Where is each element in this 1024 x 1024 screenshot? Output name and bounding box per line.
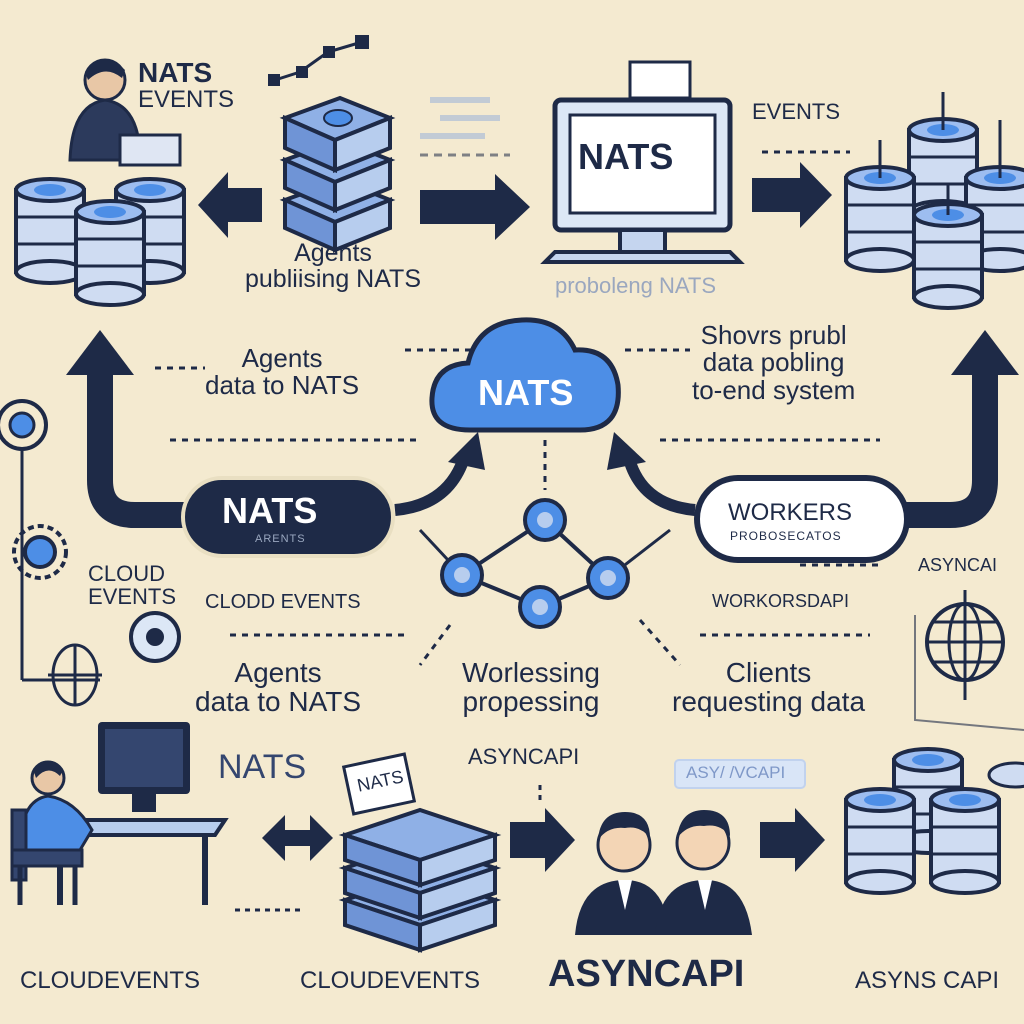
nats-pill-label: NATS [222,490,318,531]
arrow-right-top-icon [420,174,530,240]
arrowhead [607,432,646,470]
asyvc-tag-bg [674,759,806,789]
label-asyns-capi: ASYNS CAPI [855,967,1000,994]
arrow-right-events-icon [752,162,832,228]
globe-icon [914,590,1024,731]
person-at-desk-icon [10,722,229,905]
faded-arrows-decoration [420,97,510,157]
big-arrow-right-up [905,370,998,528]
label-cloudevents-bottom-middle: CLOUDEVENTS [300,967,481,994]
arrowhead [448,432,485,470]
nats-pill [181,476,395,558]
label-clients-requesting: Clients requesting data [672,657,866,718]
label-cloudevents-bottom-left: CLOUDEVENTS [20,967,201,994]
person-at-laptop-icon [68,58,182,167]
dashed-rule [638,619,682,666]
label-problems-nats: proboleng NATS [555,273,717,298]
nats-card-icon [341,752,417,816]
target-node-icon [0,399,100,682]
database-stack-top-left [14,177,186,307]
big-arrow-left-up-head [66,330,134,375]
label-asyncapi-bottom: ASYNCAPI [548,953,745,995]
label-asyncai-right: ASYNCAI [918,555,998,575]
label-monitor-nats: NATS [578,136,674,177]
database-cluster-bottom-right [844,747,1024,895]
cloud-icon [429,317,621,433]
curved-arrow-to-cloud-left [394,453,471,516]
label-nats-bottom-left: NATS [218,748,307,786]
label-workorsdapi: WORKORSDAPI [712,591,850,611]
big-arrow-right-up-head [951,330,1019,375]
workers-pill-label: WORKERS [728,499,853,526]
double-arrow-bottom-icon [262,815,333,861]
database-cluster-top-right [844,92,1024,310]
label-asyvc-tag: ASY/ /VCAPI [686,763,786,782]
label-events-top-right: EVENTS [752,99,841,124]
workers-pill-sublabel: PROBOSECATOS [730,529,842,543]
label-cloud-events-left: CLOUD EVENTS [88,561,177,610]
label-shows-public: Shovrs prubl data pobling to-end system [692,320,856,405]
label-asyncapi-mid: ASYNCAPI [468,744,580,769]
connection-nodes-icon [268,35,369,86]
workers-pill [694,475,910,563]
arrow-right-bottom-middle-icon [510,808,575,872]
small-gauge-icon [129,611,181,663]
label-agents-data-top: Agents data to NATS [205,343,360,401]
network-graph-icon [418,498,671,629]
dashed-rule [418,624,452,666]
label-agents-publishing: Agents publiising NATS [245,239,422,294]
label-worlessing: Worlessing propessing [462,657,600,718]
label-nats-events: NATS EVENTS [138,57,235,114]
label-agents-data-mid: Agents data to NATS [195,657,362,718]
globe-small-icon [48,643,102,707]
server-stack-bottom [338,807,502,953]
arrow-right-bottom-right-icon [760,808,825,872]
two-people-icon [575,810,752,935]
computer-monitor-icon [540,60,745,264]
label-cloud-nats: NATS [478,372,574,413]
big-arrow-left-up [87,370,188,528]
server-stack-top [279,95,396,254]
arrow-left-top-icon [198,172,262,238]
label-clodd-events: CLODD EVENTS [205,591,361,613]
nats-pill-sublabel: ARENTS [255,533,306,545]
